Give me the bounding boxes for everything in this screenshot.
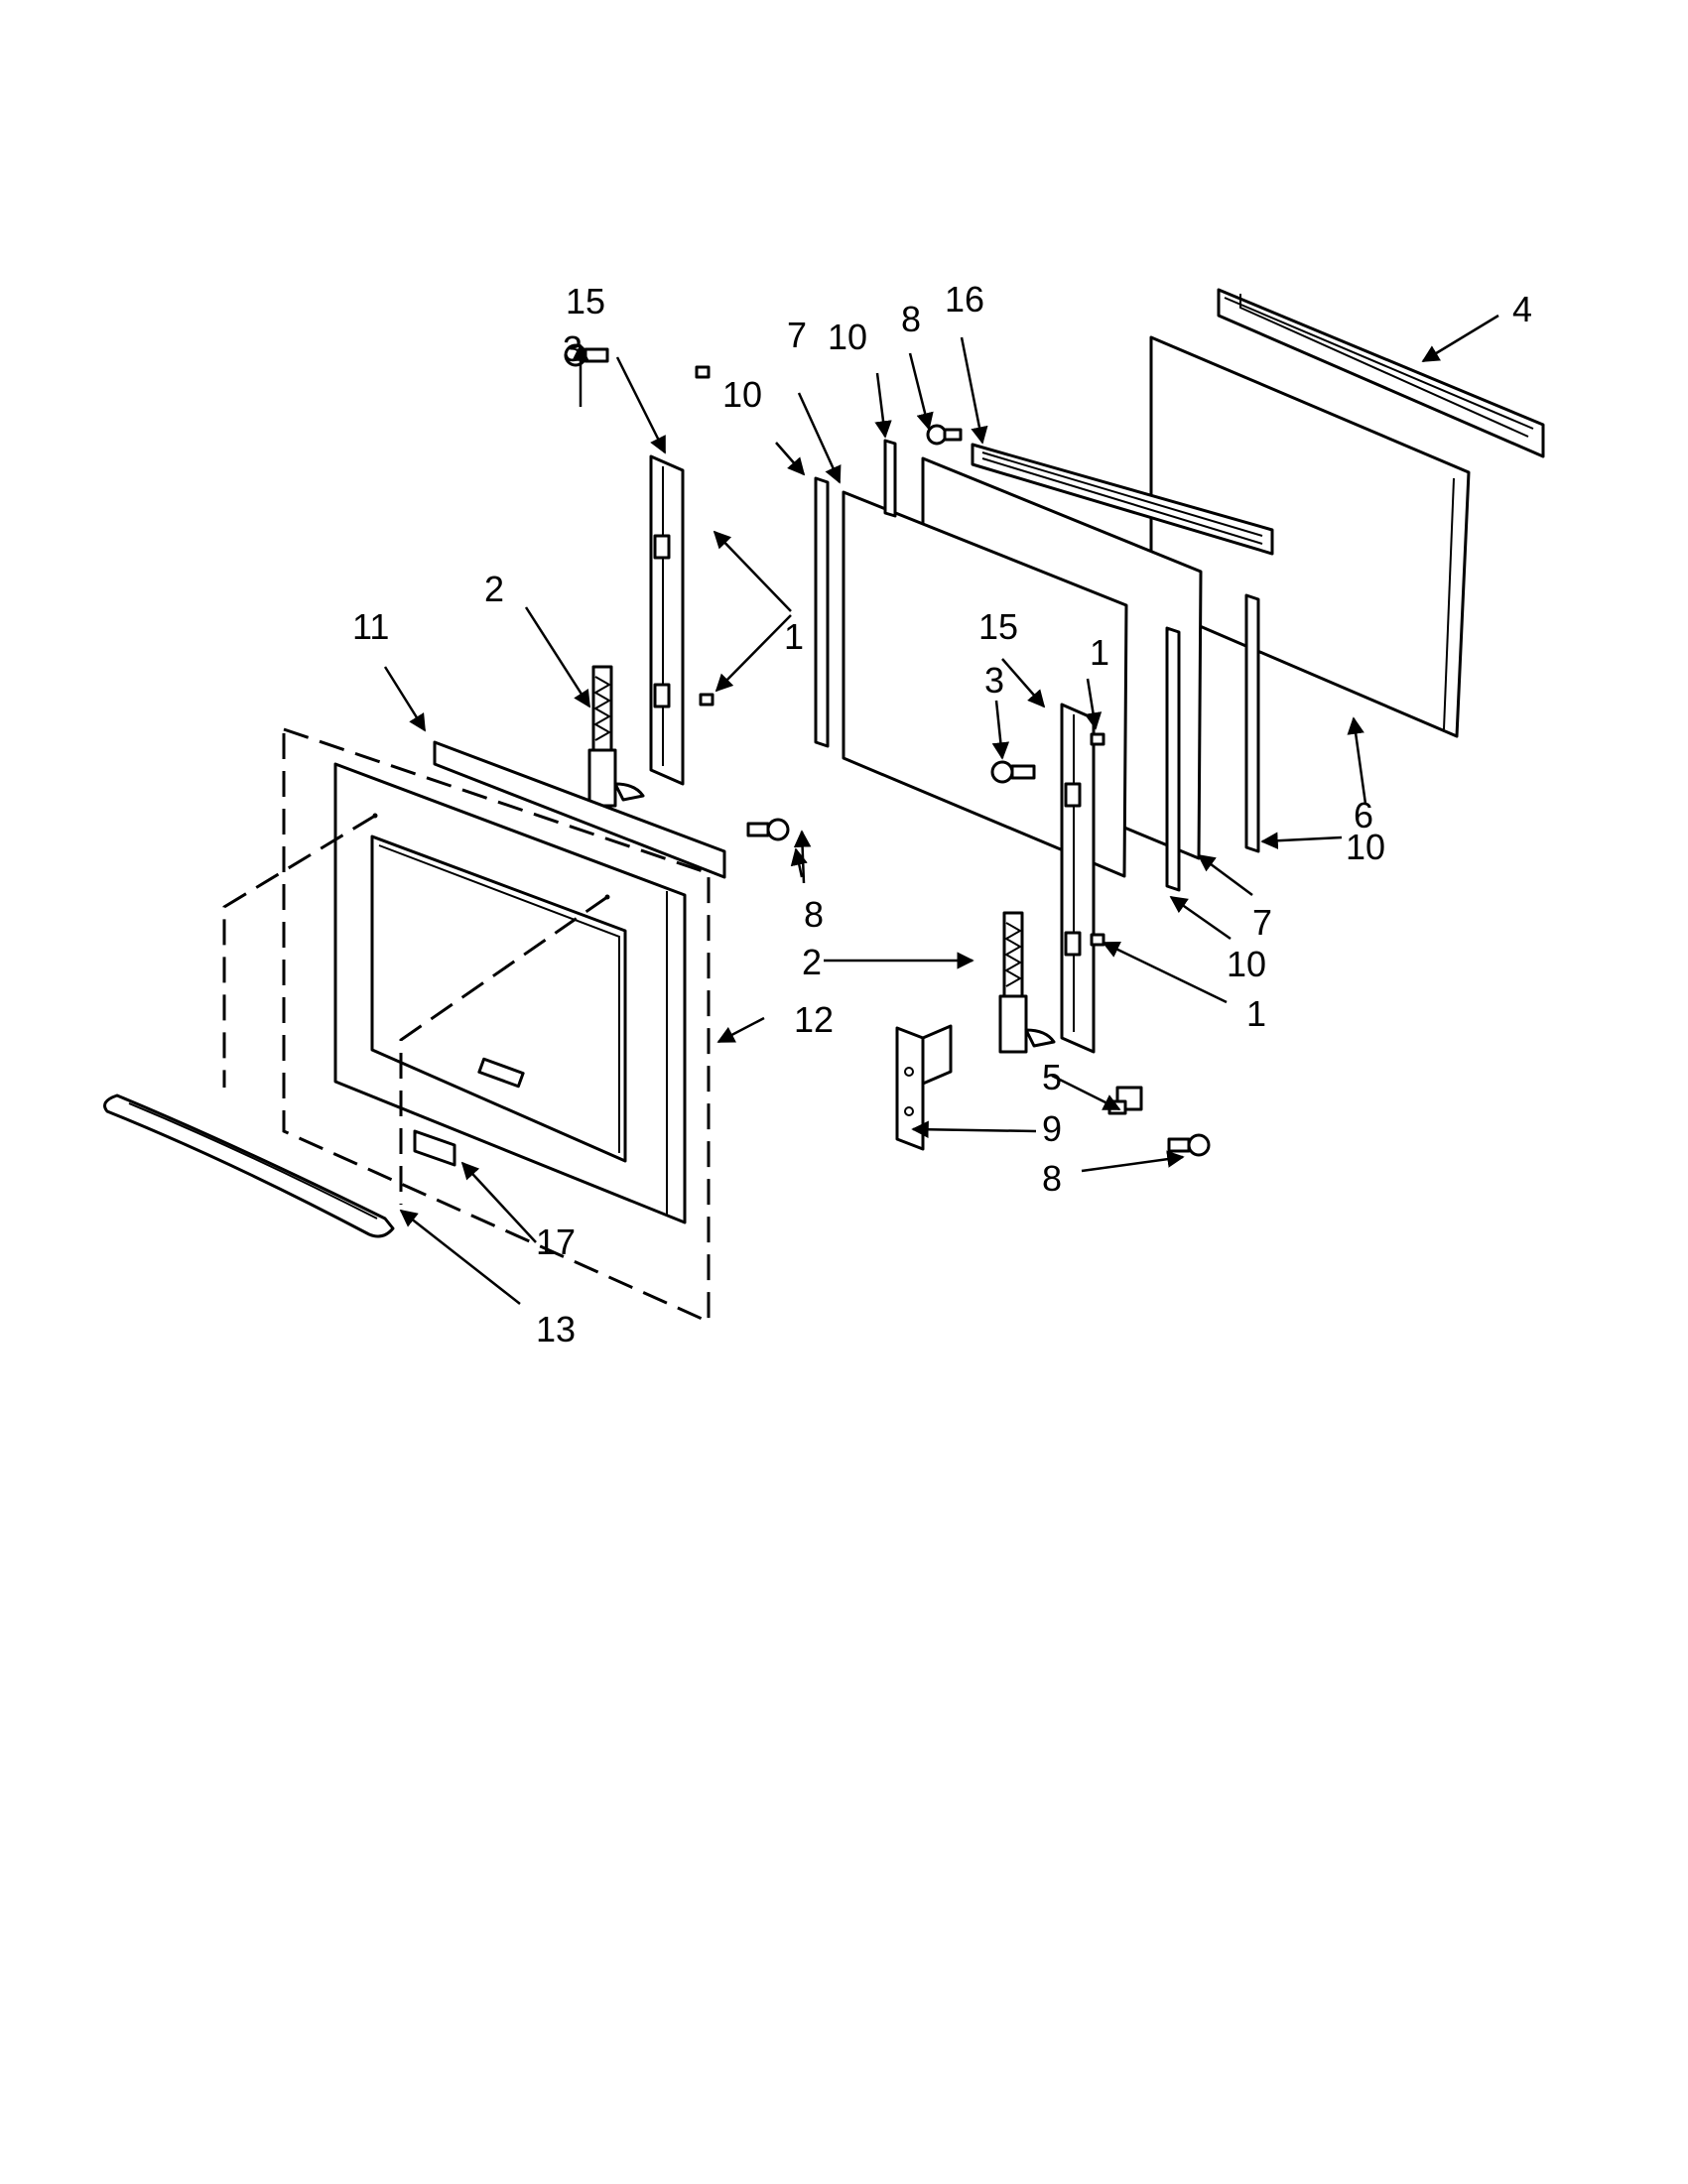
callout-10-b: 10	[828, 317, 867, 357]
callout-15-right: 15	[978, 606, 1018, 647]
door-bracket	[895, 1024, 953, 1151]
callout-1-left: 1	[784, 616, 804, 657]
callout-7-top: 7	[787, 315, 807, 355]
hinge-bracket-right	[1060, 703, 1096, 1054]
callout-8-low: 8	[1042, 1158, 1062, 1199]
outer-door-frame	[333, 762, 687, 1224]
hinge-spring-right	[998, 911, 1056, 1054]
callout-3-right: 3	[984, 660, 1004, 701]
latch-clip	[1107, 1086, 1143, 1115]
callout-10-a: 10	[722, 374, 762, 415]
callout-1-right-top: 1	[1090, 632, 1109, 673]
clip-d	[1090, 933, 1105, 947]
callout-2-right: 2	[802, 942, 822, 982]
callout-1-right-low: 1	[1246, 993, 1266, 1034]
gasket-strip-b	[883, 439, 897, 518]
callout-labels: 3 15 1 2 11 8 12 17 13 10 7 10 8 16 4 15…	[352, 279, 1532, 1349]
callout-2-left: 2	[484, 569, 504, 609]
callout-15-left: 15	[566, 281, 605, 321]
clip-c	[1090, 732, 1105, 746]
clip-a	[695, 365, 711, 379]
insulation-strip	[433, 740, 726, 879]
callout-6: 6	[1354, 795, 1373, 835]
screw-right	[990, 760, 1036, 784]
callout-12: 12	[794, 999, 834, 1040]
callout-8-mid: 8	[804, 894, 824, 935]
gasket-strip-c	[1165, 626, 1181, 892]
callout-10-d: 10	[1227, 944, 1266, 984]
callout-17: 17	[536, 1221, 576, 1262]
callout-5: 5	[1042, 1057, 1062, 1097]
callout-9: 9	[1042, 1108, 1062, 1149]
callout-16: 16	[945, 279, 984, 320]
gasket-strip-d	[1244, 593, 1260, 853]
screw-8-low	[1167, 1133, 1211, 1157]
callout-13: 13	[536, 1309, 576, 1349]
door-top-trim	[1217, 288, 1545, 458]
callout-4: 4	[1512, 289, 1532, 329]
callout-11: 11	[352, 606, 389, 647]
leader-lines	[383, 314, 1499, 1305]
door-handle	[103, 1093, 395, 1238]
clip-b	[699, 693, 714, 707]
assembly-outline	[222, 727, 711, 1325]
vent-rail	[971, 443, 1274, 556]
callout-3-left: 3	[563, 328, 583, 369]
front-glass-panel	[842, 490, 1128, 878]
screw-8-mid	[746, 818, 790, 841]
callout-8-top: 8	[901, 299, 921, 339]
callout-7-right: 7	[1252, 902, 1272, 943]
screw-8-top	[926, 424, 963, 446]
callout-10-c: 10	[1346, 827, 1385, 867]
gasket-strip-a	[814, 476, 830, 748]
hinge-bracket-left	[649, 454, 685, 786]
door-badge	[413, 1129, 456, 1167]
hinge-spring-left	[587, 665, 645, 808]
